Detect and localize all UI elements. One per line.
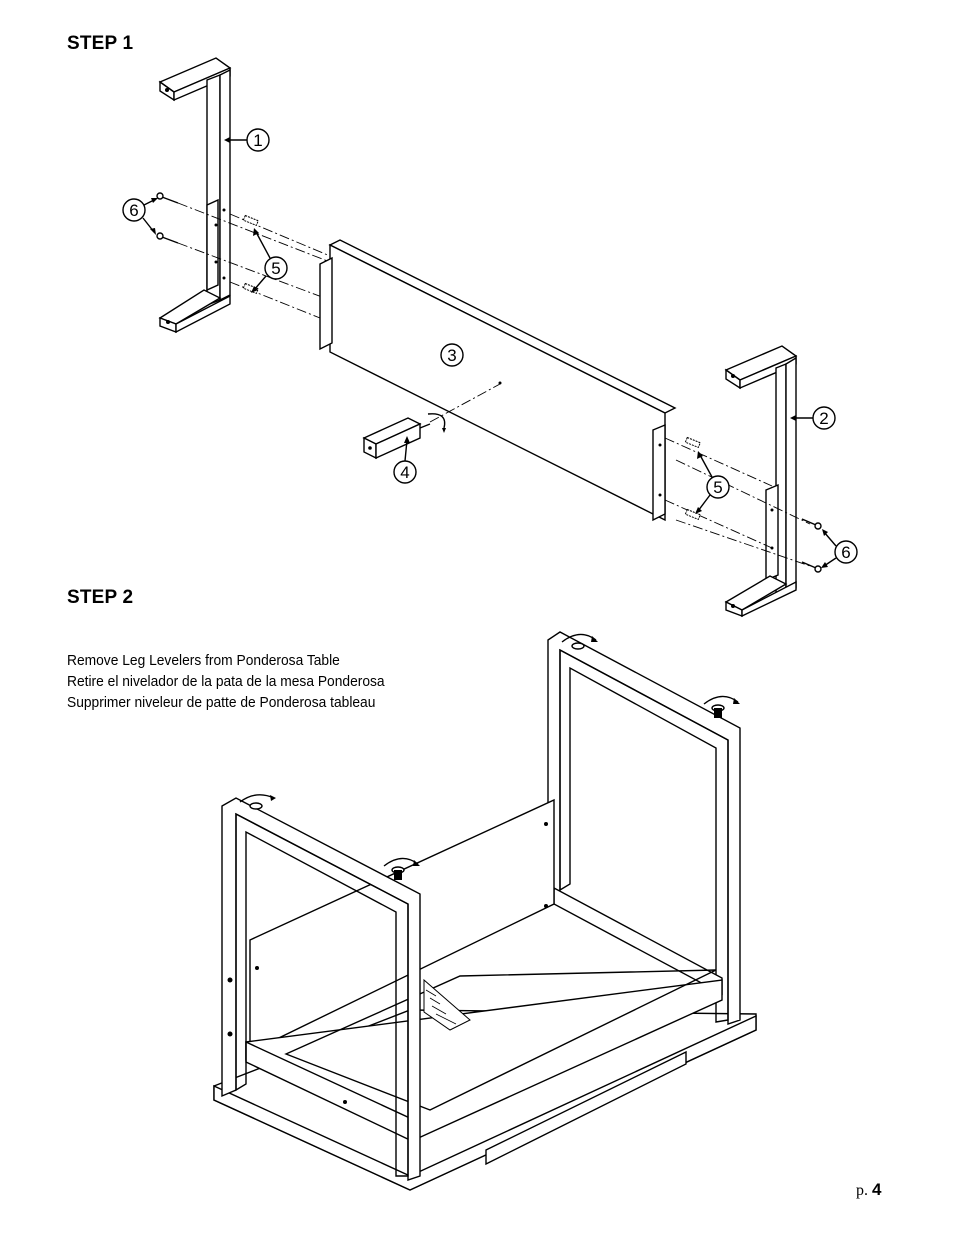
page-prefix: p. <box>856 1182 868 1199</box>
page-number-value: 4 <box>872 1180 882 1199</box>
callout-6-left-label: 6 <box>129 201 138 220</box>
callout-2: 2 <box>790 406 836 430</box>
left-screws <box>156 192 179 244</box>
step-2-title: STEP 2 <box>67 587 134 608</box>
leveler-front-right <box>383 857 420 880</box>
back-leg-frame <box>547 631 741 1025</box>
callout-3-label: 3 <box>447 346 456 365</box>
instruction-french: Supprimer niveleur de patte de Ponderosa… <box>67 694 376 711</box>
leveler-front-left <box>239 794 276 810</box>
callout-6-right: 6 <box>821 529 858 568</box>
callout-6-right-label: 6 <box>841 543 850 562</box>
callout-1: 1 <box>224 128 270 152</box>
callout-2-label: 2 <box>819 409 828 428</box>
callout-5-left-label: 5 <box>271 259 280 278</box>
instruction-spanish: Retire el nivelador de la pata de la mes… <box>67 673 385 690</box>
step-2-instructions: Remove Leg Levelers from Ponderosa Table… <box>67 650 385 713</box>
callout-3: 3 <box>440 343 464 367</box>
callout-1-label: 1 <box>253 131 262 150</box>
tabletop <box>213 1009 757 1191</box>
front-leg-frame <box>221 797 421 1181</box>
apron-panel <box>245 798 723 1144</box>
left-leg <box>158 57 232 334</box>
callout-4: 4 <box>393 436 417 484</box>
right-dowels <box>684 436 701 521</box>
page-number: p. 4 <box>856 1180 881 1200</box>
left-dowels <box>242 214 259 295</box>
callout-5-right: 5 <box>695 451 730 514</box>
callout-5-left: 5 <box>251 228 288 293</box>
center-panel <box>319 239 677 522</box>
leveler-back-right <box>703 695 740 718</box>
leg-leveler <box>362 383 501 460</box>
callout-5-right-label: 5 <box>713 478 722 497</box>
leveler-back-left <box>561 633 598 650</box>
step-1-exploded-diagram: 1 2 3 4 5 5 6 <box>122 57 858 618</box>
instruction-english: Remove Leg Levelers from Ponderosa Table <box>67 652 340 669</box>
callout-6-left: 6 <box>122 198 158 235</box>
callout-4-label: 4 <box>400 463 409 482</box>
right-screws <box>801 518 822 573</box>
step-1-title: STEP 1 <box>67 33 134 54</box>
right-leg <box>724 345 798 618</box>
